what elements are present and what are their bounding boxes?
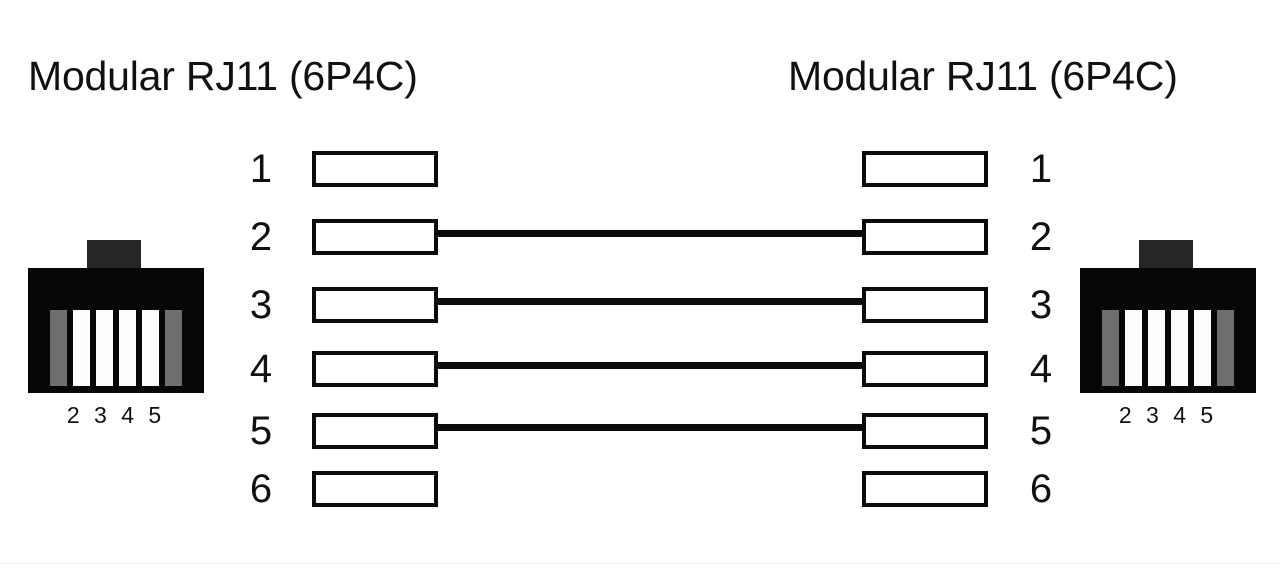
wire-pin-3 [438,298,864,305]
jack-pin-1 [1102,310,1119,386]
left-pin-row-4: 4 [238,347,438,391]
left-pin-row-3: 3 [238,283,438,327]
right-pin-box-2[interactable] [862,219,988,255]
jack-pin-2 [1125,310,1142,386]
left-pin-box-1[interactable] [312,151,438,187]
right-pin-row-5: 5 [862,409,1064,453]
jack-pin-3 [1148,310,1165,386]
left-pin-number-3: 3 [249,283,273,327]
right-jack-pin-labels: 2 3 4 5 [1118,402,1218,428]
jack-pin-5 [142,310,159,386]
left-pin-number-4: 4 [249,347,273,391]
left-pin-number-6: 6 [249,467,273,511]
left-pin-row-5: 5 [238,409,438,453]
left-rj11-jack-illustration: 2 3 4 5 [28,240,204,440]
left-pin-row-1: 1 [238,147,438,191]
right-pin-box-6[interactable] [862,471,988,507]
right-pin-box-4[interactable] [862,351,988,387]
wire-pin-4 [438,362,864,369]
left-jack-pin-strip [50,310,182,386]
right-pin-row-3: 3 [862,283,1064,327]
right-pin-number-3: 3 [1029,283,1053,327]
left-pin-box-2[interactable] [312,219,438,255]
right-pin-number-2: 2 [1029,215,1053,259]
jack-pin-3 [96,310,113,386]
right-rj11-jack-illustration: 2 3 4 5 [1080,240,1256,440]
right-pin-number-6: 6 [1029,467,1053,511]
jack-pin-1 [50,310,67,386]
right-pin-box-1[interactable] [862,151,988,187]
left-pin-row-6: 6 [238,467,438,511]
wire-pin-5 [438,424,864,431]
right-pin-row-1: 1 [862,147,1064,191]
wire-pin-2 [438,230,864,237]
jack-pin-5 [1194,310,1211,386]
left-pin-number-2: 2 [249,215,273,259]
right-pin-box-5[interactable] [862,413,988,449]
right-pin-number-4: 4 [1029,347,1053,391]
bottom-divider [0,563,1280,564]
right-pin-box-3[interactable] [862,287,988,323]
right-pin-number-1: 1 [1029,147,1053,191]
jack-pin-6 [1217,310,1234,386]
right-pin-row-2: 2 [862,215,1064,259]
left-pin-row-2: 2 [238,215,438,259]
left-pin-number-1: 1 [249,147,273,191]
left-pin-box-5[interactable] [312,413,438,449]
jack-pin-4 [119,310,136,386]
left-pin-box-4[interactable] [312,351,438,387]
right-pin-row-6: 6 [862,467,1064,511]
right-jack-pin-strip [1102,310,1234,386]
left-connector-title: Modular RJ11 (6P4C) [28,53,418,99]
left-pin-number-5: 5 [249,409,273,453]
jack-pin-2 [73,310,90,386]
left-pin-box-6[interactable] [312,471,438,507]
left-jack-pin-labels: 2 3 4 5 [66,402,166,428]
rj11-latch-tab-icon [87,240,141,270]
right-pin-number-5: 5 [1029,409,1053,453]
rj11-latch-tab-icon [1139,240,1193,270]
right-pin-row-4: 4 [862,347,1064,391]
right-connector-title: Modular RJ11 (6P4C) [788,53,1178,99]
left-pin-box-3[interactable] [312,287,438,323]
jack-pin-6 [165,310,182,386]
jack-pin-4 [1171,310,1188,386]
